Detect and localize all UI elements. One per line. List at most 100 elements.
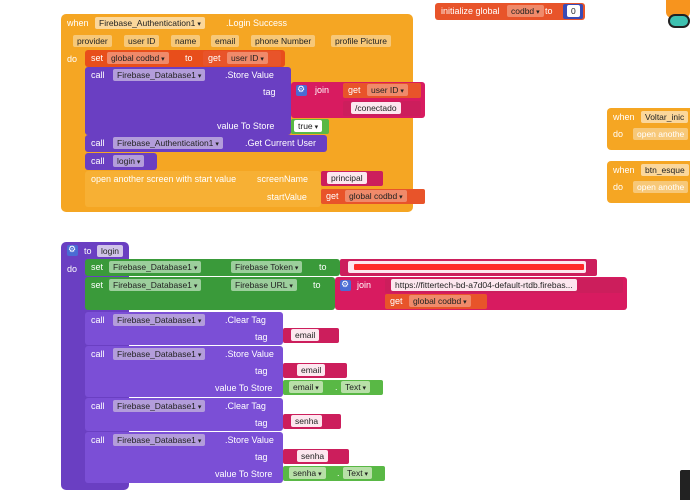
login-proc-dropdown[interactable]: login	[113, 155, 145, 167]
call-b-component[interactable]: Firebase_Database1	[113, 348, 206, 360]
store-value-method: .Store Value	[225, 70, 274, 80]
call-d-method: .Store Value	[225, 435, 274, 445]
join-block[interactable]: join get user ID /conectado	[291, 82, 425, 118]
url-get-var-dropdown[interactable]: global codbd	[409, 295, 471, 307]
url-join-gear-icon[interactable]	[340, 279, 351, 291]
email-tag-string-block[interactable]: email	[283, 328, 339, 343]
principal-string[interactable]: principal	[327, 172, 367, 184]
call-b-tag-label: tag	[255, 366, 268, 376]
param-name[interactable]: name	[171, 35, 201, 47]
open-another-screen-block[interactable]: open another screen with start value scr…	[85, 171, 321, 207]
email-tag-string-1[interactable]: email	[291, 329, 320, 341]
number-value[interactable]: 0	[567, 5, 580, 17]
set-firebase-token-block[interactable]: set Firebase_Database1 Firebase Token to	[85, 259, 340, 276]
backpack-sprite-icon	[664, 0, 690, 34]
url-string-block[interactable]: https://fittertech-bd-a7d04-default-rtdb…	[385, 278, 623, 293]
conectado-string-block[interactable]: /conectado	[343, 101, 421, 116]
btn-component[interactable]: btn_esque	[641, 164, 689, 176]
number-block[interactable]: 0	[563, 4, 583, 19]
value-to-store-label: value To Store	[217, 121, 275, 131]
set2-prop-dropdown[interactable]: Firebase URL	[231, 279, 297, 291]
auth-component-dropdown[interactable]: Firebase_Authentication1	[95, 17, 205, 29]
email-text-component[interactable]: email	[289, 381, 323, 393]
senha-tag-string-block[interactable]: senha	[283, 414, 341, 429]
start-get-codbd-block[interactable]: get global codbd	[321, 189, 425, 204]
email-text-dot: .	[335, 382, 338, 392]
set-global-codbd-block[interactable]: set global codbd to get user ID	[85, 50, 285, 67]
param-phone-number[interactable]: phone Number	[251, 35, 316, 47]
clear-tag-email-block[interactable]: call Firebase_Database1 .Clear Tag tag	[85, 312, 283, 345]
trash-can-icon[interactable]	[680, 470, 690, 500]
set-label: set	[91, 53, 104, 63]
call-d-component[interactable]: Firebase_Database1	[113, 434, 206, 446]
token-string-block[interactable]	[340, 259, 597, 276]
db-component-dropdown[interactable]: Firebase_Database1	[113, 69, 206, 81]
join-gear-icon[interactable]	[296, 84, 307, 96]
param-provider[interactable]: provider	[73, 35, 112, 47]
get-var-dropdown[interactable]: user ID	[227, 52, 268, 64]
proc-to-label: to	[84, 246, 92, 256]
call-a-method: .Clear Tag	[225, 315, 266, 325]
set1-component-dropdown[interactable]: Firebase_Database1	[109, 261, 202, 273]
store-value-senha-block[interactable]: call Firebase_Database1 .Store Value tag…	[85, 432, 283, 483]
senha-text-prop[interactable]: Text	[343, 467, 373, 479]
set-firebase-url-block[interactable]: set Firebase_Database1 Firebase URL to	[85, 277, 335, 310]
btn-action[interactable]: open anothe	[633, 181, 689, 193]
start-get-var-dropdown[interactable]: global codbd	[345, 190, 407, 202]
senha-tag-string-block-2[interactable]: senha	[283, 449, 349, 464]
voltar-inicio-event-block[interactable]: when Voltar_inic do open anothe	[607, 108, 690, 150]
join-get-label: get	[348, 85, 361, 95]
call-d-tag-label: tag	[255, 452, 268, 462]
param-email[interactable]: email	[211, 35, 240, 47]
url-join-block[interactable]: join https://fittertech-bd-a7d04-default…	[335, 277, 627, 310]
proc-gear-icon[interactable]	[67, 244, 78, 256]
senha-text-block[interactable]: senha . Text	[283, 466, 385, 481]
initialize-global-block[interactable]: initialize global codbd to 0	[435, 3, 585, 20]
call-store-value-block[interactable]: call Firebase_Database1 .Store Value tag…	[85, 67, 291, 135]
clear-tag-senha-block[interactable]: call Firebase_Database1 .Clear Tag tag	[85, 398, 283, 431]
set2-component-dropdown[interactable]: Firebase_Database1	[109, 279, 202, 291]
login-success-event-block[interactable]: when Firebase_Authentication1 .Login Suc…	[61, 14, 425, 212]
call-d-vts-label: value To Store	[215, 469, 273, 479]
voltar-action[interactable]: open anothe	[633, 128, 689, 140]
get-user-id-block[interactable]: get user ID	[203, 51, 281, 66]
proc-name-field[interactable]: login	[97, 245, 123, 257]
join-get-user-id-block[interactable]: get user ID	[343, 83, 421, 98]
principal-string-block[interactable]: principal	[321, 171, 383, 186]
set-var-dropdown[interactable]: global codbd	[107, 52, 169, 64]
btn-esqueci-event-block[interactable]: when btn_esque do open anothe	[607, 161, 690, 203]
set2-label: set	[91, 280, 104, 290]
token-redaction	[354, 264, 584, 270]
param-profile-picture[interactable]: profile Picture	[331, 35, 391, 47]
conectado-string[interactable]: /conectado	[351, 102, 401, 114]
auth-component2-dropdown[interactable]: Firebase_Authentication1	[113, 137, 223, 149]
store-value-email-block[interactable]: call Firebase_Database1 .Store Value tag…	[85, 346, 283, 397]
true-dropdown[interactable]: true	[294, 120, 323, 132]
senha-text-component[interactable]: senha	[289, 467, 326, 479]
email-tag-string-2[interactable]: email	[297, 364, 326, 376]
tag-label: tag	[263, 87, 276, 97]
param-user-id[interactable]: user ID	[124, 35, 160, 47]
call-a-component[interactable]: Firebase_Database1	[113, 314, 206, 326]
set1-label: set	[91, 262, 104, 272]
email-tag-string-block-2[interactable]: email	[283, 363, 347, 378]
when-label: when	[67, 18, 89, 28]
email-text-prop[interactable]: Text	[341, 381, 371, 393]
url-get-label: get	[390, 296, 403, 306]
url-get-codbd-block[interactable]: get global codbd	[385, 294, 487, 309]
call-c-component[interactable]: Firebase_Database1	[113, 400, 206, 412]
set1-prop-dropdown[interactable]: Firebase Token	[231, 261, 303, 273]
url-string[interactable]: https://fittertech-bd-a7d04-default-rtdb…	[391, 279, 577, 291]
voltar-component[interactable]: Voltar_inic	[641, 111, 689, 123]
senha-tag-string-1[interactable]: senha	[291, 415, 323, 427]
init-global-var[interactable]: codbd	[507, 5, 544, 17]
senha-tag-string-2[interactable]: senha	[297, 450, 329, 462]
join-get-var-dropdown[interactable]: user ID	[367, 84, 408, 96]
true-block[interactable]: true	[291, 119, 329, 134]
call-login-block[interactable]: call login	[85, 153, 157, 170]
call-c-label: call	[91, 401, 105, 411]
url-join-label: join	[357, 280, 372, 290]
call-get-current-user-block[interactable]: call Firebase_Authentication1 .Get Curre…	[85, 135, 327, 152]
call2-label: call	[91, 138, 105, 148]
email-text-block[interactable]: email . Text	[283, 380, 383, 395]
